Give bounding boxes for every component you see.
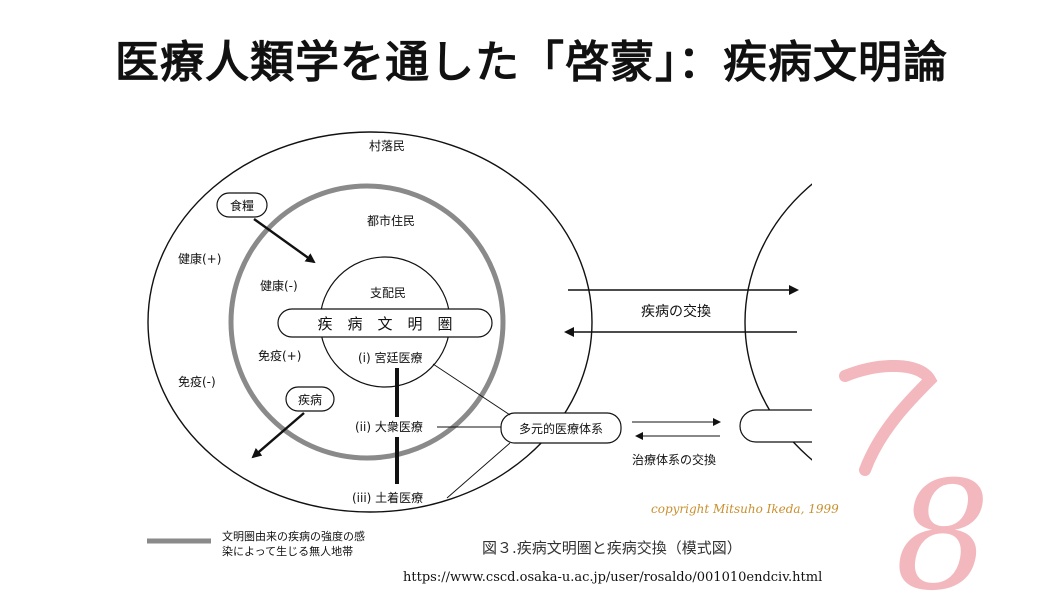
plural-system-label: 多元的医療体系: [519, 421, 603, 436]
folk-medicine-label: (iii) 土着医療: [352, 490, 423, 505]
treatment-exchange-label: 治療体系の交換: [632, 452, 716, 467]
figure-caption: 図３.疾病文明圏と疾病交換（模式図）: [482, 539, 742, 557]
page-number-seven: [839, 360, 938, 476]
urban-label: 都市住民: [367, 213, 415, 228]
plural-system-box: [500, 412, 622, 444]
disease-box: [285, 386, 335, 412]
disease-label: 疾病: [298, 392, 322, 407]
source-url: https://www.cscd.osaka-u.ac.jp/user/rosa…: [403, 570, 822, 585]
link-court: [432, 363, 511, 416]
popular-medicine-label: (ii) 大衆医療: [355, 420, 423, 434]
disease-arrow: [251, 412, 305, 459]
other-civilization-ring: [744, 183, 812, 461]
village-label: 村落民: [369, 139, 405, 153]
legend-line-1: 文明圏由来の疾病の強度の感: [222, 529, 365, 543]
disease-exchange-label: 疾病の交換: [641, 303, 711, 320]
page-number-eight: 8: [895, 450, 990, 598]
food-arrow: [253, 218, 316, 264]
link-folk: [446, 442, 511, 499]
food-label: 食糧: [230, 198, 254, 213]
immunity-minus-label: 免疫(-): [178, 374, 216, 389]
ruling-label: 支配民: [370, 286, 406, 300]
immunity-plus-label: 免疫(+): [258, 348, 301, 363]
outer-ring: [147, 131, 593, 513]
food-box: [216, 192, 268, 218]
legend-line-2: 染によって生じる無人地帯: [222, 544, 353, 558]
civilization-band-label: 疾 病 文 明 圏: [317, 315, 452, 333]
page-number-watermark: 8: [839, 360, 990, 598]
health-plus-label: 健康(+): [178, 251, 221, 266]
copyright-text: copyright Mitsuho Ikeda, 1999: [651, 502, 839, 516]
slide-title: 医療人類学を通した「啓蒙」：疾病文明論: [115, 37, 948, 88]
health-minus-label: 健康(-): [260, 278, 298, 293]
court-medicine-label: (i) 宮廷医療: [358, 350, 423, 365]
civilization-band: [277, 308, 493, 338]
other-medical-system-box: [739, 409, 812, 443]
middle-ring: [228, 183, 506, 461]
